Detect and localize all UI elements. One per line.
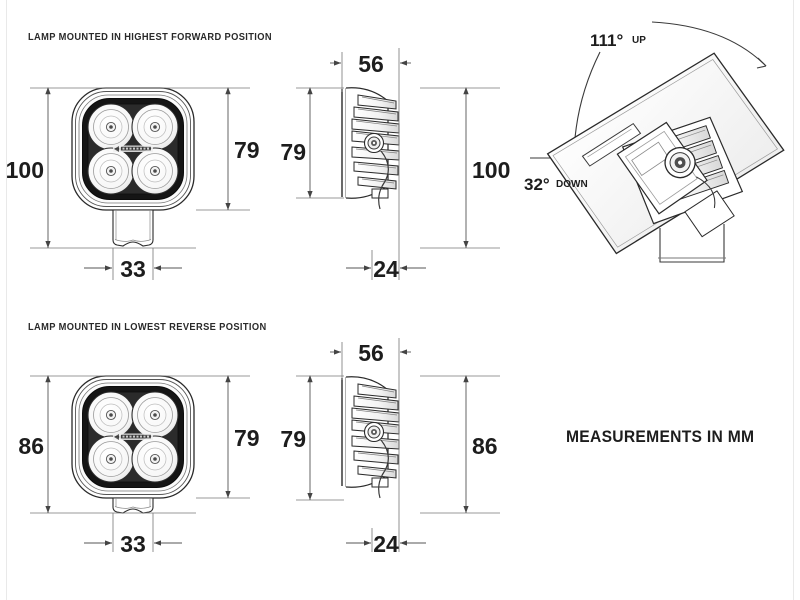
angle-label-up: UP <box>632 35 646 46</box>
measurement-units-note: MEASUREMENTS IN MM <box>566 427 755 446</box>
dimension-56-bottom-middle: 56 <box>330 338 411 528</box>
dimension-24-top-middle: 24 <box>346 250 426 282</box>
dimension-79-bottom-left: 79 <box>196 375 260 499</box>
front-view-highest-forward <box>71 87 195 247</box>
dim-value-24-bottom: 24 <box>373 256 399 282</box>
panel-title-highest-forward: LAMP MOUNTED IN HIGHEST FORWARD POSITION <box>28 32 272 43</box>
dimension-56-top-middle: 56 <box>330 48 411 250</box>
dim-value-79-left-2: 79 <box>280 426 306 452</box>
sheet-border-left <box>6 0 7 600</box>
dim-value-24-bottom-2: 24 <box>373 531 399 557</box>
dim-value-100-left: 100 <box>6 157 44 183</box>
dim-value-79-right: 79 <box>234 137 260 163</box>
dimension-86-bottom-middle: 86 <box>420 375 500 514</box>
dim-value-56-top-2: 56 <box>358 340 384 366</box>
dimension-79-top-left: 79 <box>196 87 260 211</box>
dim-value-79-left: 79 <box>280 139 306 165</box>
front-view-lowest-reverse <box>71 375 195 514</box>
side-view-highest-forward <box>341 87 400 210</box>
angle-value-up: 111° <box>590 31 623 50</box>
dim-value-86-left: 86 <box>18 433 44 459</box>
side-view-lowest-reverse <box>341 376 400 499</box>
dim-value-100-right: 100 <box>472 157 510 183</box>
angle-value-down: 32° <box>524 175 550 194</box>
panel-title-lowest-reverse: LAMP MOUNTED IN LOWEST REVERSE POSITION <box>28 322 267 333</box>
angle-label-down: DOWN <box>556 179 588 190</box>
dimension-33-bottom-left: 33 <box>84 513 182 557</box>
dimension-100-top-middle: 100 <box>420 87 510 249</box>
isometric-adjustment-range: 111° UP 32° DOWN <box>524 21 785 263</box>
sheet-border-right <box>793 0 794 600</box>
dim-value-79-right-bottom: 79 <box>234 425 260 451</box>
dim-value-33-bottom: 33 <box>120 256 146 282</box>
dim-value-56-top: 56 <box>358 51 384 77</box>
dimension-79-bottom-middle: 79 <box>280 375 344 501</box>
dim-value-33-bottom-2: 33 <box>120 531 146 557</box>
dimension-33-top-left: 33 <box>84 248 182 282</box>
dimension-79-top-middle: 79 <box>280 87 344 199</box>
dimension-24-bottom-middle: 24 <box>346 528 426 557</box>
dim-value-86-right: 86 <box>472 433 498 459</box>
